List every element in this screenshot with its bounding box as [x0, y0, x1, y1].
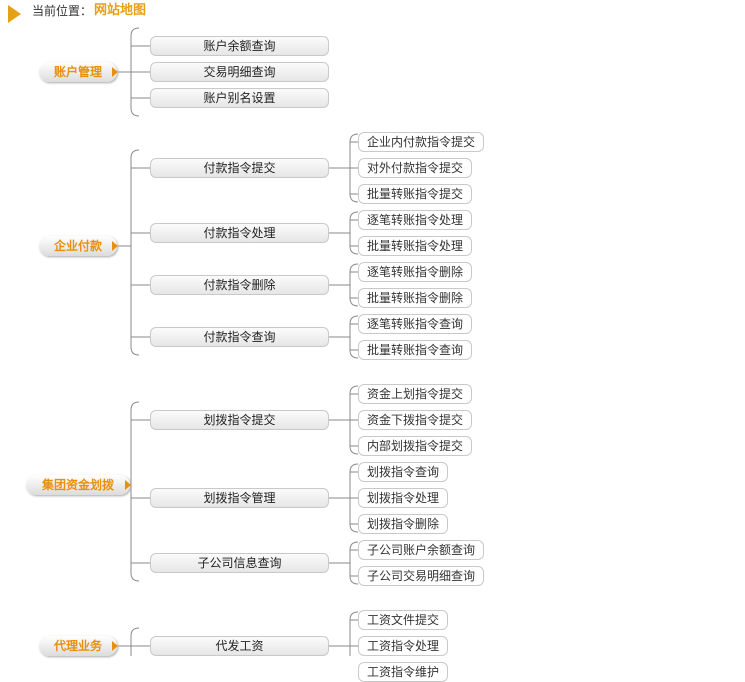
tree-lines: [118, 27, 359, 656]
arrow-right-icon: [112, 241, 118, 251]
l3-menu-item[interactable]: 划拨指令处理: [358, 488, 449, 508]
arrow-right-icon: [112, 641, 118, 651]
l3-menu-item[interactable]: 划拨指令删除: [358, 514, 449, 534]
l3-menu-item[interactable]: 资金上划指令提交: [358, 384, 473, 404]
l2-menu-item[interactable]: 付款指令删除: [150, 275, 329, 295]
arrow-right-icon: [8, 5, 21, 23]
l3-menu-item[interactable]: 批量转账指令查询: [358, 340, 473, 360]
l3-menu-item[interactable]: 工资指令处理: [358, 636, 449, 656]
l3-menu-item[interactable]: 资金下拨指令提交: [358, 410, 473, 430]
l3-menu-item[interactable]: 批量转账指令删除: [358, 288, 473, 308]
l3-menu-item[interactable]: 划拨指令查询: [358, 462, 449, 482]
arrow-right-icon: [125, 480, 131, 490]
l3-menu-item[interactable]: 逐笔转账指令查询: [358, 314, 473, 334]
l2-menu-item[interactable]: 付款指令处理: [150, 223, 329, 243]
l2-menu-item[interactable]: 付款指令提交: [150, 158, 329, 178]
l3-menu-item[interactable]: 内部划拨指令提交: [358, 436, 473, 456]
l3-menu-item[interactable]: 工资文件提交: [358, 610, 449, 630]
l2-menu-item[interactable]: 账户别名设置: [150, 88, 329, 108]
l3-menu-item[interactable]: 批量转账指令处理: [358, 236, 473, 256]
l2-menu-item[interactable]: 划拨指令管理: [150, 488, 329, 508]
l3-menu-item[interactable]: 批量转账指令提交: [358, 184, 473, 204]
l3-menu-item[interactable]: 企业内付款指令提交: [358, 132, 485, 152]
l2-menu-item[interactable]: 账户余额查询: [150, 36, 329, 56]
l3-menu-item[interactable]: 逐笔转账指令处理: [358, 210, 473, 230]
category-label: 账户管理: [39, 62, 117, 82]
l2-menu-item[interactable]: 付款指令查询: [150, 327, 329, 347]
l3-menu-item[interactable]: 工资指令维护: [358, 662, 449, 682]
arrow-right-icon: [112, 67, 118, 77]
l3-menu-item[interactable]: 子公司账户余额查询: [358, 540, 485, 560]
category-label: 代理业务: [39, 636, 117, 656]
l3-menu-item[interactable]: 逐笔转账指令删除: [358, 262, 473, 282]
category-label: 企业付款: [39, 236, 117, 256]
l3-menu-item[interactable]: 对外付款指令提交: [358, 158, 473, 178]
breadcrumb-label: 当前位置：: [32, 4, 93, 18]
category-label: 集团资金划拨: [26, 475, 130, 495]
l3-menu-item[interactable]: 子公司交易明细查询: [358, 566, 485, 586]
l2-menu-item[interactable]: 划拨指令提交: [150, 410, 329, 430]
breadcrumb-current: 网站地图: [94, 3, 147, 18]
l2-menu-item[interactable]: 子公司信息查询: [150, 553, 329, 573]
l2-menu-item[interactable]: 交易明细查询: [150, 62, 329, 82]
l2-menu-item[interactable]: 代发工资: [150, 636, 329, 656]
